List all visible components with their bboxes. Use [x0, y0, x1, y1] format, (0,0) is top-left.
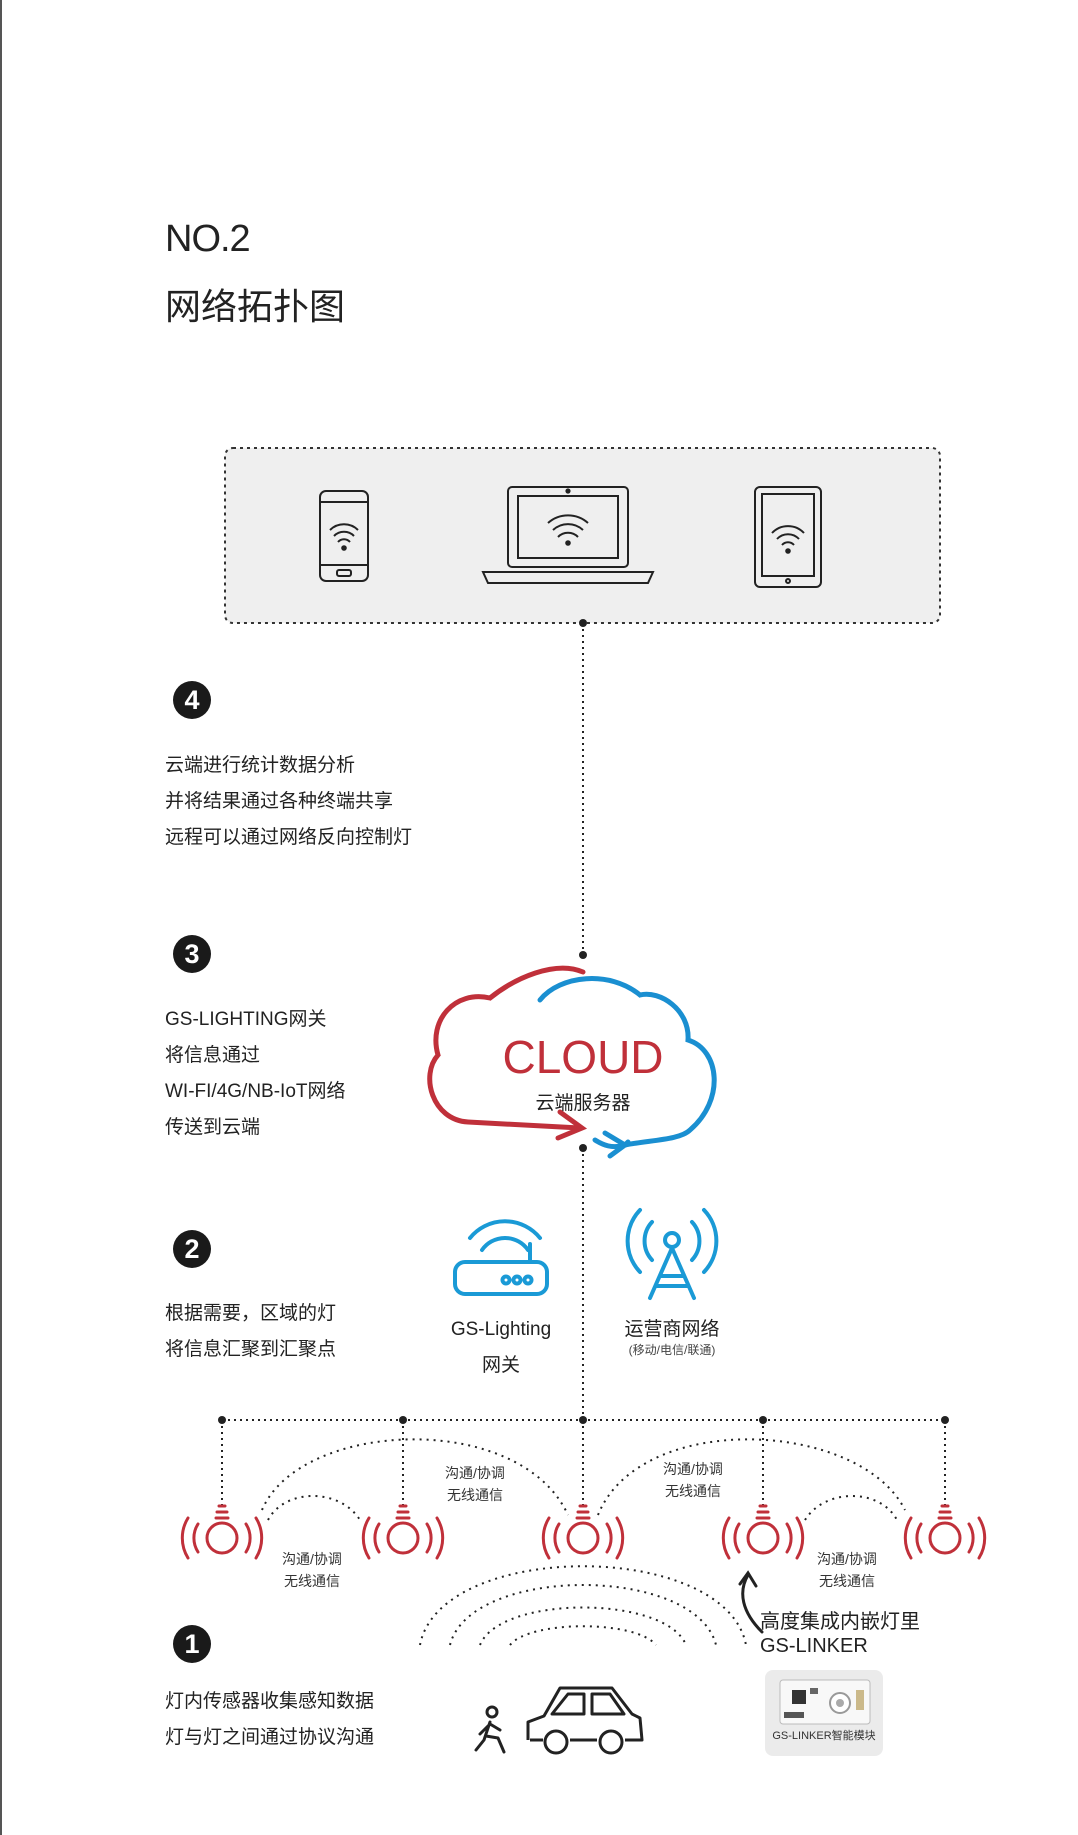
step-1-badge: 1 [173, 1625, 211, 1663]
step-2-line: 将信息汇聚到汇聚点 [165, 1339, 337, 1360]
bus-nodes [218, 1416, 949, 1424]
step-3-line: 传送到云端 [165, 1117, 261, 1138]
step-3-line: WI-FI/4G/NB-IoT网络 [165, 1081, 346, 1102]
step-4-badge: 4 [173, 681, 211, 719]
comm-label-line: 无线通信 [447, 1487, 503, 1503]
section-number: NO.2 [165, 218, 251, 260]
comm-label: 沟通/协调 无线通信 [425, 1462, 525, 1506]
carrier-sublabel: (移动/电信/联通) [628, 1343, 716, 1357]
carrier-label: 运营商网络 [624, 1319, 720, 1340]
comm-label-line: 沟通/协调 [445, 1465, 505, 1481]
connector-node [579, 1144, 587, 1152]
cloud-icon [427, 965, 717, 1159]
pedestrian-icon [474, 1705, 506, 1754]
step-2-badge: 2 [173, 1230, 211, 1268]
comm-label-line: 沟通/协调 [663, 1461, 723, 1477]
smart-light-signal-icon [180, 1504, 987, 1560]
page-left-border [0, 0, 2, 1835]
comm-label: 沟通/协调 无线通信 [643, 1458, 743, 1502]
step-3-badge: 3 [173, 935, 211, 973]
comm-label-line: 沟通/协调 [817, 1551, 877, 1567]
comm-label: 沟通/协调 无线通信 [797, 1548, 897, 1592]
bus-drops [221, 1420, 946, 1505]
cloud-title: CLOUD [502, 1031, 664, 1083]
step-4-description: 云端进行统计数据分析 并将结果通过各种终端共享 远程可以通过网络反向控制灯 [165, 748, 412, 856]
step-1-description: 灯内传感器收集感知数据 灯与灯之间通过协议沟通 [165, 1684, 374, 1756]
connector-node [579, 951, 587, 959]
car-icon [526, 1686, 644, 1755]
comm-label-line: 无线通信 [819, 1573, 875, 1589]
tablet-wifi-icon [754, 486, 822, 588]
linker-caption: 高度集成内嵌灯里 GS-LINKER [760, 1610, 920, 1658]
step-3-description: GS-LIGHTING网关 将信息通过 WI-FI/4G/NB-IoT网络 传送… [165, 1002, 346, 1146]
smartphone-wifi-icon [319, 490, 369, 582]
comm-label-line: 沟通/协调 [282, 1551, 342, 1567]
step-4-line: 远程可以通过网络反向控制灯 [165, 827, 413, 848]
step-1-line: 灯内传感器收集感知数据 [165, 1691, 375, 1712]
page-title: 网络拓扑图 [165, 286, 346, 327]
cloud-subtitle: 云端服务器 [535, 1093, 631, 1114]
step-3-line: GS-LIGHTING网关 [165, 1009, 327, 1030]
device-panel [224, 447, 941, 624]
step-2-line: 根据需要，区域的灯 [165, 1303, 337, 1324]
communication-arcs [261, 1438, 906, 1646]
router-wifi-icon [453, 1219, 549, 1296]
linker-caption-line: 高度集成内嵌灯里 [760, 1611, 920, 1633]
comm-label: 沟通/协调 无线通信 [262, 1548, 362, 1592]
gs-linker-module-image [765, 1670, 883, 1756]
connector-node [579, 619, 587, 627]
step-2-description: 根据需要，区域的灯 将信息汇聚到汇聚点 [165, 1296, 336, 1368]
step-4-line: 云端进行统计数据分析 [165, 755, 356, 776]
step-4-line: 并将结果通过各种终端共享 [165, 791, 394, 812]
comm-label-line: 无线通信 [284, 1573, 340, 1589]
linker-caption-line: GS-LINKER [760, 1635, 868, 1657]
cell-tower-icon [625, 1208, 719, 1300]
step-3-line: 将信息通过 [165, 1045, 261, 1066]
gateway-sublabel: 网关 [481, 1355, 520, 1376]
module-label: GS-LINKER智能模块 [772, 1730, 876, 1742]
step-1-line: 灯与灯之间通过协议沟通 [165, 1727, 375, 1748]
laptop-wifi-icon [481, 486, 655, 584]
gateway-label: GS-Lighting [450, 1319, 552, 1340]
comm-label-line: 无线通信 [665, 1483, 721, 1499]
linker-arrow-icon [738, 1570, 764, 1634]
